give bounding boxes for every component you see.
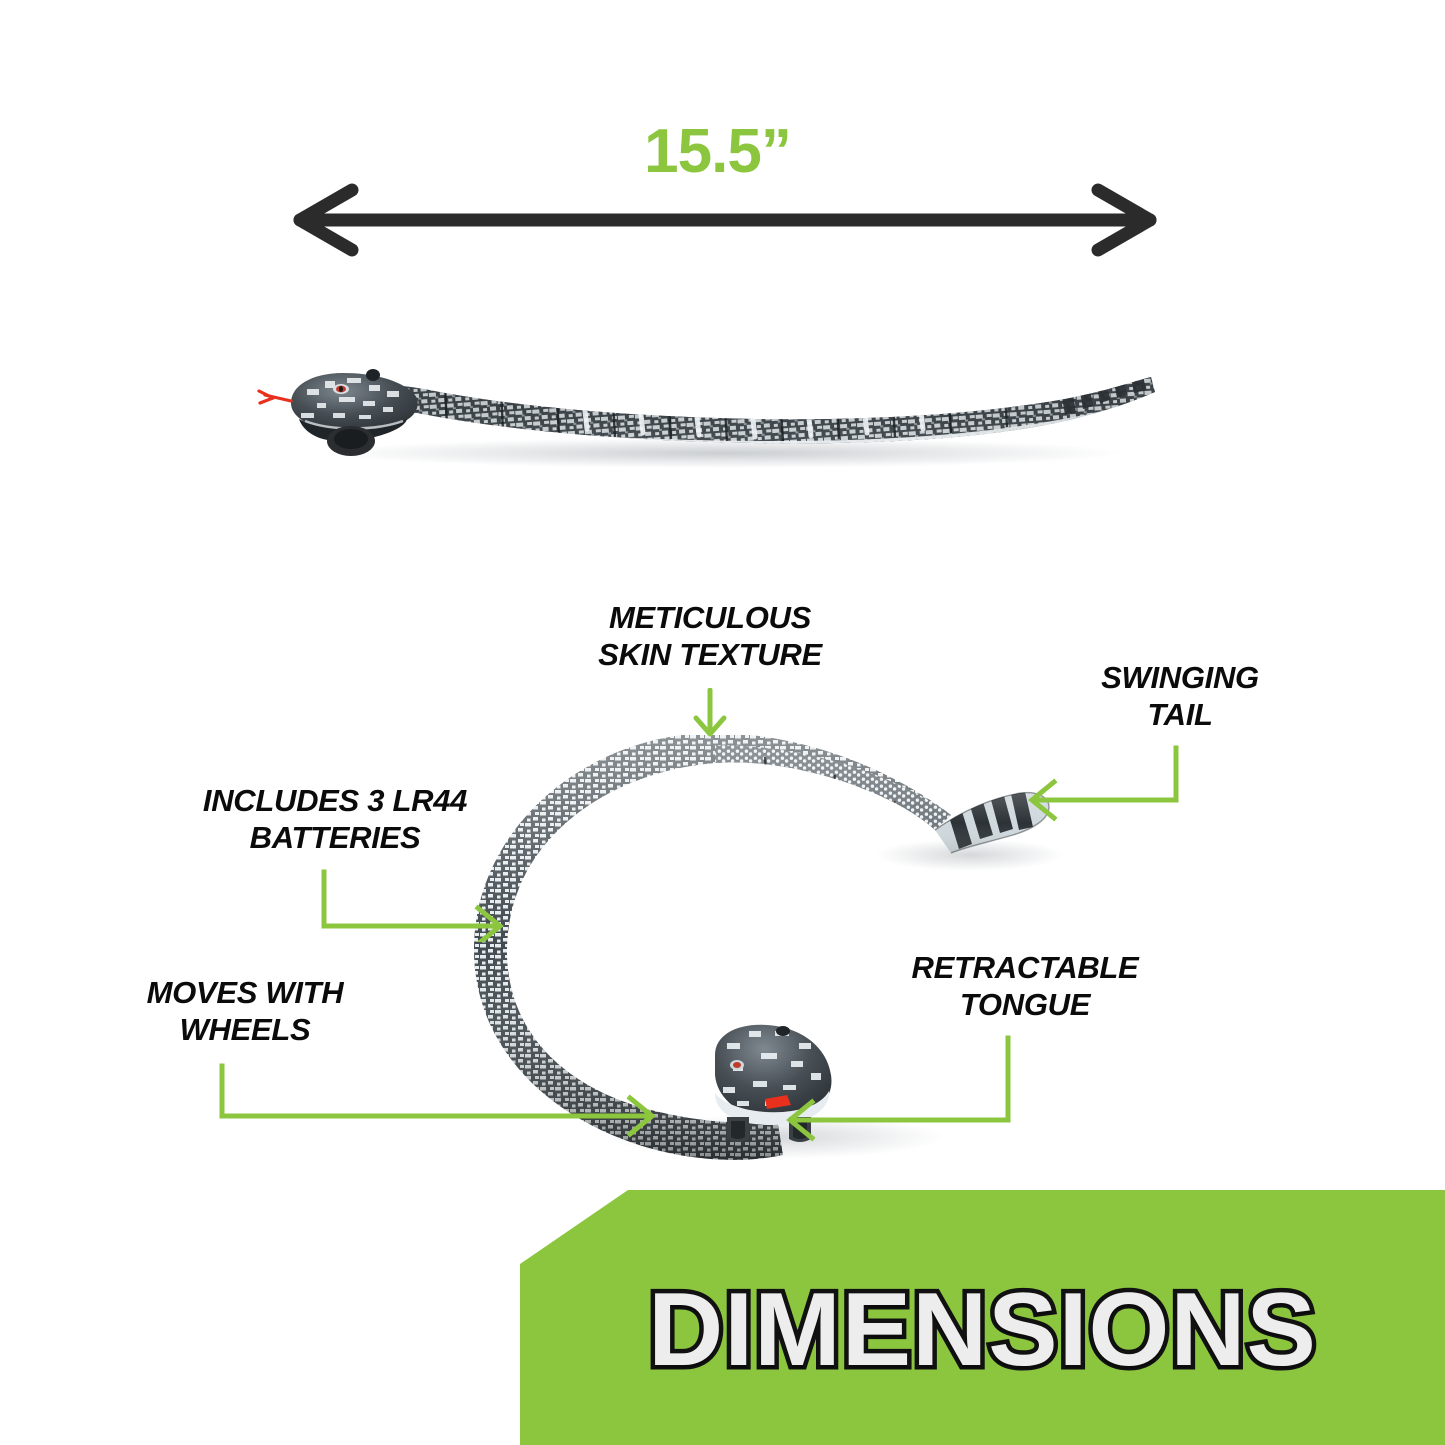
- dimensions-banner-title: DIMENSIONS: [644, 1268, 1321, 1393]
- width-dimension-arrow: [293, 183, 1157, 257]
- snake-tongue-retracted: [765, 1095, 791, 1109]
- product-photo-straight-snake: [257, 369, 1155, 468]
- callout-retractable-tongue: RETRACTABLE TONGUE: [911, 950, 1139, 1022]
- product-photo-coiled-snake: [473, 735, 1065, 1160]
- connector-arrow-right-moves-with-wheels: [219, 1063, 656, 1138]
- dimensions-banner: DIMENSIONS: [520, 1190, 1445, 1445]
- callout-swinging-tail: SWINGING TAIL: [1101, 660, 1259, 732]
- front-wheel: [327, 426, 375, 456]
- dimension-value-label: 15.5”: [644, 117, 792, 186]
- connector-arrow-right-batteries: [321, 869, 504, 942]
- snake-head-top: [715, 1024, 832, 1142]
- snake-head-side: [257, 369, 418, 456]
- callout-includes-3-lr44-batteries: INCLUDES 3 LR44 BATTERIES: [202, 783, 468, 855]
- connector-arrow-left-swinging-tail: [1028, 745, 1179, 822]
- callout-meticulous-skin-texture: METICULOUS SKIN TEXTURE: [598, 600, 822, 672]
- connector-arrow-down-skin-texture: [693, 688, 727, 737]
- snake-tongue: [257, 389, 293, 405]
- callout-moves-with-wheels: MOVES WITH WHEELS: [146, 975, 344, 1047]
- connector-arrow-left-retractable-tongue: [786, 1035, 1011, 1142]
